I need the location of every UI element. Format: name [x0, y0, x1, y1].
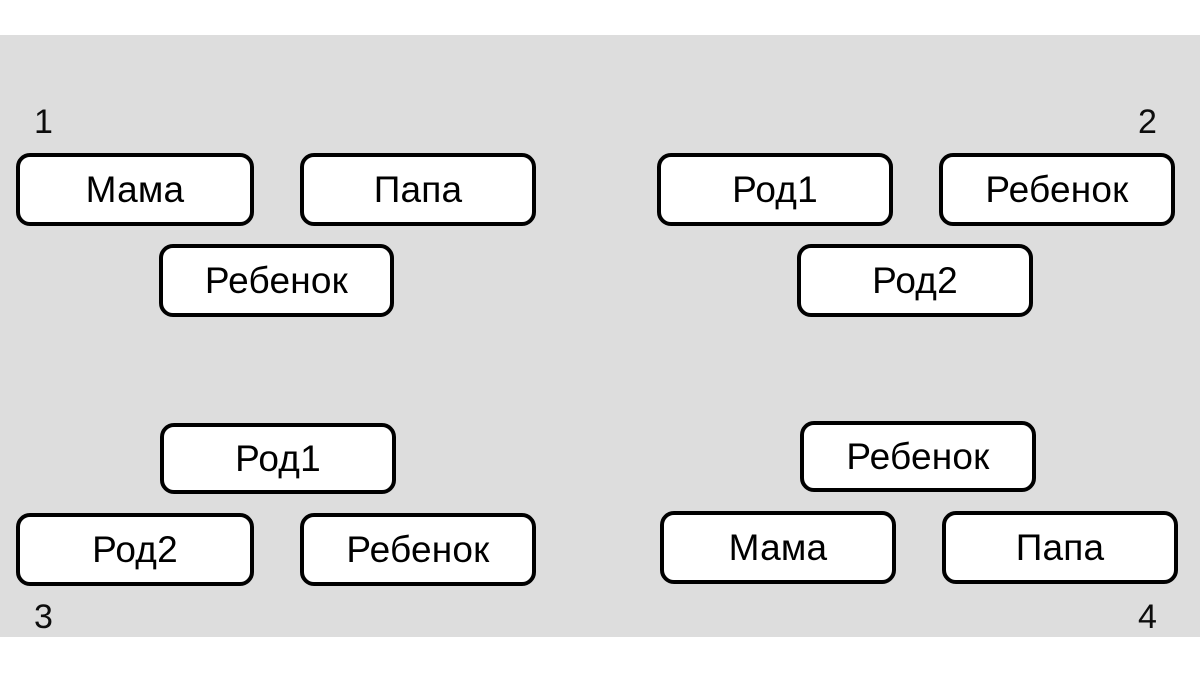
node-rod2-q2[interactable]: Род2: [797, 244, 1033, 317]
quadrant-number-4: 4: [1138, 598, 1157, 636]
node-rod2-q3[interactable]: Род2: [16, 513, 254, 586]
quadrant-number-2: 2: [1138, 103, 1157, 141]
quadrant-number-1: 1: [34, 103, 53, 141]
node-mama-q1[interactable]: Мама: [16, 153, 254, 226]
node-rebenok-q2[interactable]: Ребенок: [939, 153, 1175, 226]
node-rebenok-q4[interactable]: Ребенок: [800, 421, 1036, 492]
quadrant-number-3: 3: [34, 598, 53, 636]
node-rebenok-q1[interactable]: Ребенок: [159, 244, 394, 317]
diagram-panel: 1 Мама Папа Ребенок 2 Род1 Ребенок Род2 …: [0, 35, 1200, 637]
node-rebenok-q3[interactable]: Ребенок: [300, 513, 536, 586]
node-rod1-q3[interactable]: Род1: [160, 423, 396, 494]
node-papa-q1[interactable]: Папа: [300, 153, 536, 226]
node-papa-q4[interactable]: Папа: [942, 511, 1178, 584]
node-rod1-q2[interactable]: Род1: [657, 153, 893, 226]
node-mama-q4[interactable]: Мама: [660, 511, 896, 584]
